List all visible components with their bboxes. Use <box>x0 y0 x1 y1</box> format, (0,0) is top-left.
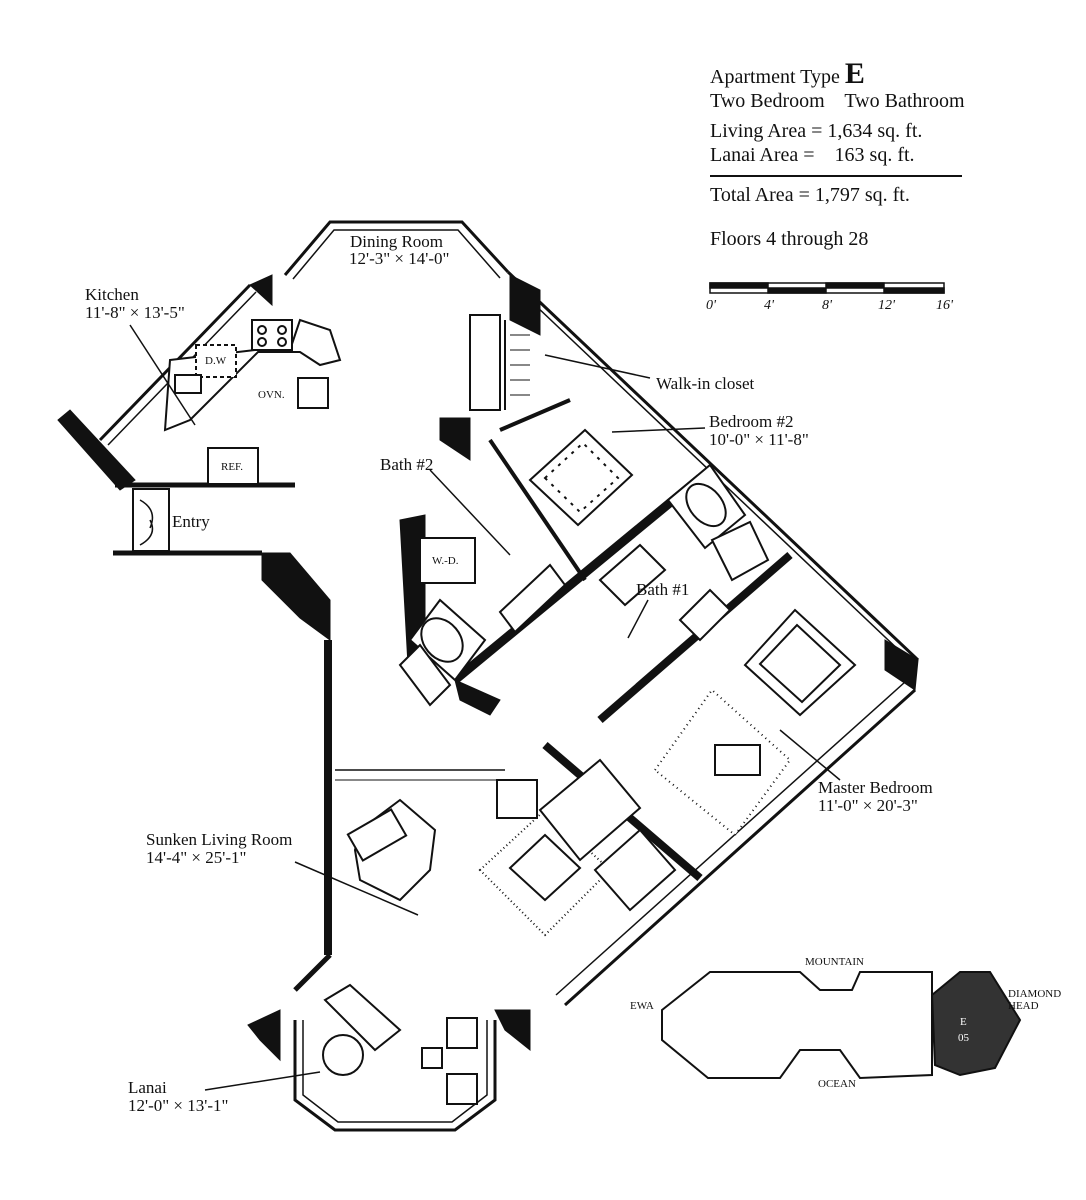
dining-room-walls <box>283 220 510 280</box>
bathroom-count: Two Bathroom <box>844 90 965 112</box>
master-bedroom-name: Master Bedroom <box>818 778 933 797</box>
apartment-type-row: Apartment Type E <box>710 59 1010 89</box>
dining-room-name: Dining Room <box>350 232 444 251</box>
apartment-info: Apartment Type E Two Bedroom Two Bathroo… <box>710 59 1010 251</box>
bath1-label: Bath #1 <box>636 580 690 599</box>
entry-label: Entry <box>172 512 210 531</box>
washer-dryer-label: W.-D. <box>432 555 459 567</box>
living-room-size: 14'-4" × 25'-1" <box>146 848 247 867</box>
scale-tick: 0' <box>706 298 716 313</box>
lanai-area-value: = 163 sq. ft. <box>803 144 915 166</box>
bed-bath-row: Two Bedroom Two Bathroom <box>710 89 1010 113</box>
master-bed <box>653 608 857 837</box>
total-area-value: = 1,797 sq. ft. <box>798 184 910 206</box>
entry-door <box>132 488 170 552</box>
keyplan-mountain: MOUNTAIN <box>805 956 865 968</box>
dishwasher-label: D.W <box>205 355 227 367</box>
scale-tick: 4' <box>764 298 774 313</box>
scale-tick: 16' <box>936 298 953 313</box>
living-room-furniture <box>346 758 677 937</box>
lanai-area-row: Lanai Area = 163 sq. ft. <box>710 143 1010 167</box>
kitchen-size: 11'-8" × 13'-5" <box>85 303 185 322</box>
corridor-walls <box>113 550 505 955</box>
keyplan-diamond-head: DIAMOND HEAD <box>1008 988 1062 1012</box>
bedroom-count: Two Bedroom <box>710 90 825 112</box>
lanai-area-label: Lanai Area <box>710 144 799 166</box>
refrigerator-label: REF. <box>221 461 244 473</box>
apartment-type-letter: E <box>844 57 865 90</box>
total-area-label: Total Area <box>710 184 794 206</box>
lanai-name: Lanai <box>128 1078 167 1097</box>
leader-lines <box>129 324 841 1091</box>
bath2-fixtures <box>398 537 567 707</box>
bedroom2-size: 10'-0" × 11'-8" <box>709 430 809 449</box>
bedroom2-name: Bedroom #2 <box>709 412 794 431</box>
living-area-value: = 1,634 sq. ft. <box>811 120 923 142</box>
living-area-label: Living Area <box>710 120 807 142</box>
lanai-furniture <box>322 983 478 1105</box>
keyplan-ocean: OCEAN <box>818 1078 856 1090</box>
key-plan <box>661 971 1022 1080</box>
bedroom2-partitions <box>439 314 587 582</box>
keyplan-ewa: EWA <box>630 1000 654 1012</box>
scale-tick: 12' <box>878 298 895 313</box>
floors-text: Floors 4 through 28 <box>710 228 869 250</box>
lanai-walls <box>247 953 531 1132</box>
oven-label: OVN. <box>258 389 285 401</box>
walk-in-closet-label: Walk-in closet <box>656 374 755 393</box>
kitchen-counters <box>163 318 342 485</box>
bath2-label: Bath #2 <box>380 455 434 474</box>
scale-tick: 8' <box>822 298 832 313</box>
keyplan-unit-sub: 05 <box>958 1032 969 1044</box>
bath1-fixtures <box>598 463 770 642</box>
dining-room-size: 12'-3" × 14'-0" <box>349 249 450 268</box>
floors-row: Floors 4 through 28 <box>710 227 1010 251</box>
bedroom2-bed <box>528 428 634 527</box>
scale-bar <box>709 282 945 294</box>
master-bedroom-size: 11'-0" × 20'-3" <box>818 796 918 815</box>
apartment-type-label: Apartment Type <box>710 66 840 88</box>
total-divider <box>710 175 962 177</box>
keyplan-unit: E <box>960 1016 967 1028</box>
living-area-row: Living Area = 1,634 sq. ft. <box>710 119 1010 143</box>
kitchen-name: Kitchen <box>85 285 139 304</box>
lanai-size: 12'-0" × 13'-1" <box>128 1096 229 1115</box>
total-area-row: Total Area = 1,797 sq. ft. <box>710 183 1010 207</box>
living-room-name: Sunken Living Room <box>146 830 293 849</box>
